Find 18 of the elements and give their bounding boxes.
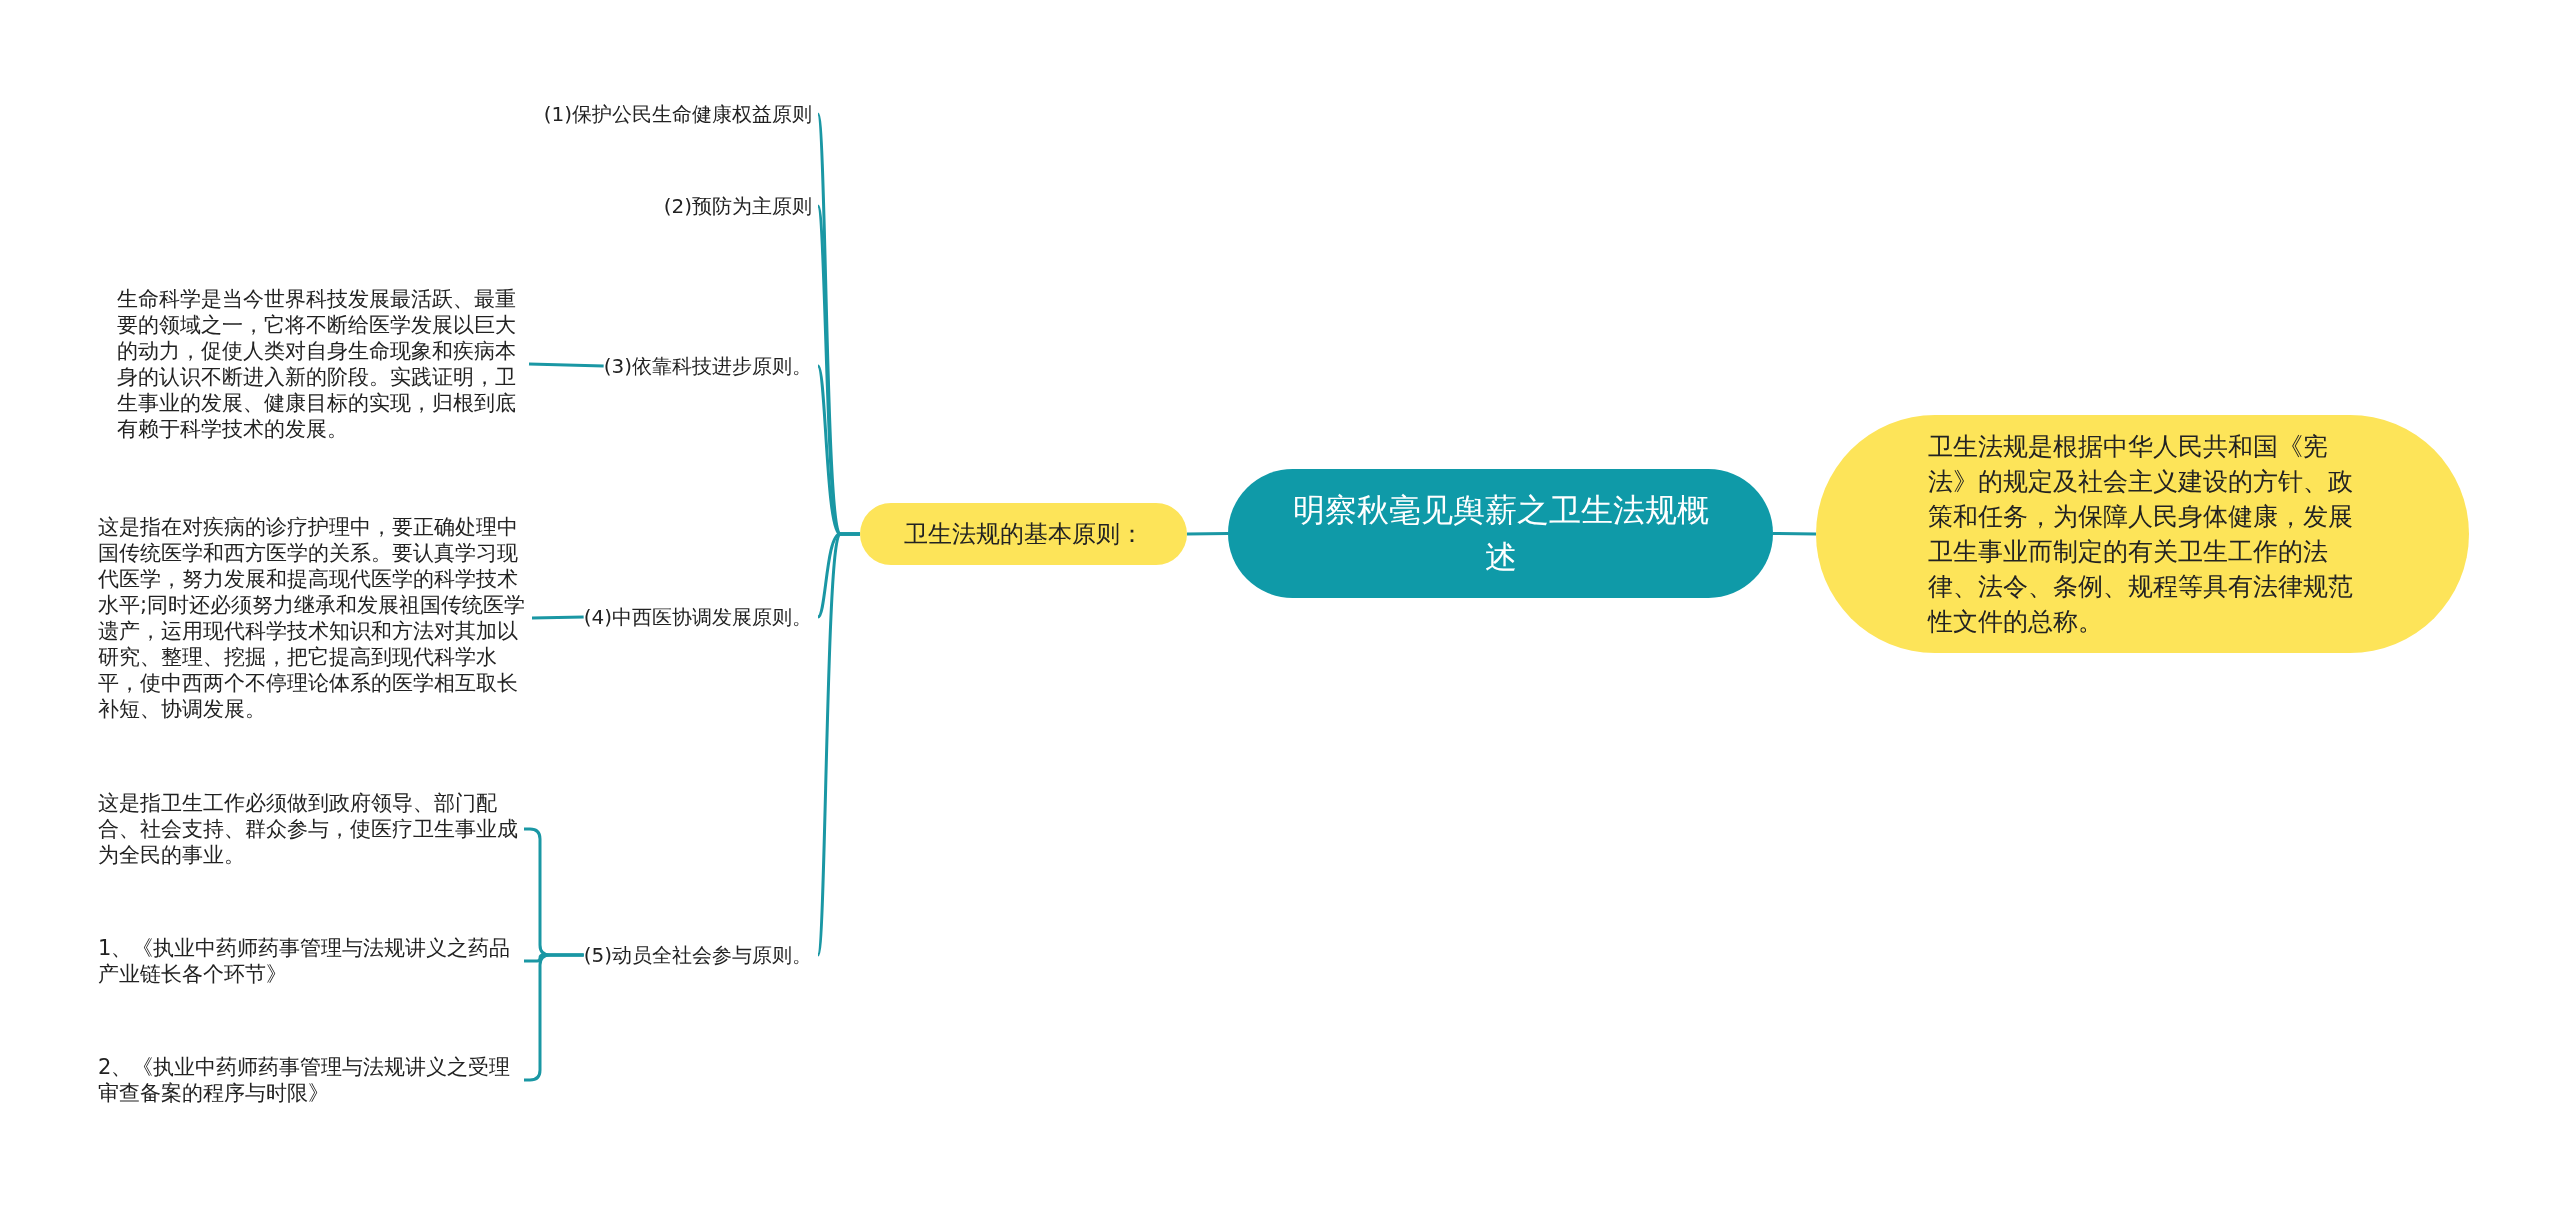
topic-text: 卫生法规的基本原则： bbox=[903, 519, 1144, 549]
connector-line bbox=[1773, 532, 1816, 536]
branch-text: (4)中西医协调发展原则。 bbox=[583, 604, 812, 630]
note-text: 1、《执业中药师药事管理与法规讲义之药品产业链长各个环节》 bbox=[98, 935, 518, 987]
branch-text: (1)保护公民生命健康权益原则 bbox=[543, 101, 812, 127]
note-text: 生命科学是当今世界科技发展最活跃、最重要的领域之一，它将不断给医学发展以巨大的动力，促使人类对自身生命现象和疾病本身的认识不断进入新的阶段。实践证明，卫生事业的发展、健康目标的实现，归根到底有赖于科学技术的发展。 bbox=[117, 286, 529, 442]
topic-text: 明察秋毫见舆薪之卫生法规概述 bbox=[1291, 489, 1710, 578]
connector-line bbox=[816, 532, 860, 956]
note-text: 这是指卫生工作必须做到政府领导、部门配合、社会支持、群众参与，使医疗卫生事业成为全民的事业。 bbox=[98, 790, 518, 868]
topic-text: 卫生法规是根据中华人民共和国《宪法》的规定及社会主义建设的方针、政策和任务，为保障人民身体健康，发展卫生事业而制定的有关卫生工作的法律、法令、条例、规程等具有法律规范性文件的总称。 bbox=[1927, 431, 2354, 638]
connector-line bbox=[531, 615, 584, 620]
connector-line bbox=[528, 362, 604, 368]
note-text: 2、《执业中药师药事管理与法规讲义之受理审查备案的程序与时限》 bbox=[98, 1054, 518, 1106]
note-text: 这是指在对疾病的诊疗护理中，要正确处理中国传统医学和西方医学的关系。要认真学习现代医学，努力发展和提高现代医学的科学技术水平;同时还必须努力继承和发展祖国传统医学遗产，运用现代科学技术知识和方法对其加以研究、整理、挖掘，把它提高到现代科学水平，使中西两个不停理论体系的医学相互取长补短、协调发展。 bbox=[98, 514, 532, 722]
branch-text: (3)依靠科技进步原则。 bbox=[603, 353, 812, 379]
connector-line bbox=[1186, 532, 1229, 536]
branch-text: (2)预防为主原则 bbox=[663, 193, 812, 219]
branch-text: (5)动员全社会参与原则。 bbox=[583, 942, 812, 968]
